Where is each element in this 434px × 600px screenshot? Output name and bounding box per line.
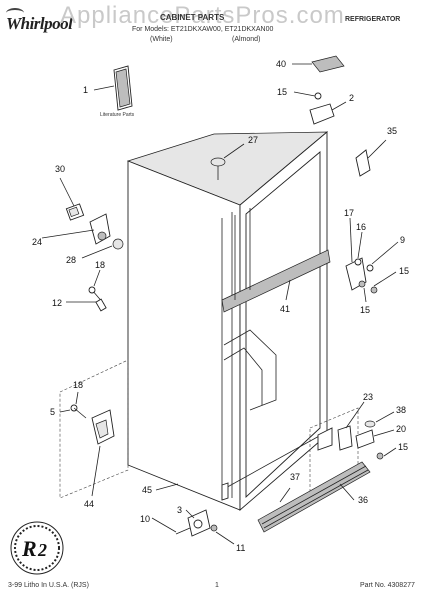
callout-5: 5 (50, 407, 55, 417)
color-white: (White) (150, 36, 173, 43)
hinge-middle (345, 257, 378, 294)
callout-38: 38 (396, 405, 406, 415)
model-line: For Models: ET21DKXAW00, ET21DKXAN00 (132, 26, 274, 33)
part-18-upper (88, 286, 105, 305)
part-27 (210, 157, 226, 167)
callout-9: 9 (400, 235, 405, 245)
part-30 (65, 203, 85, 221)
callout-40: 40 (276, 59, 286, 69)
color-almond: (Almond) (232, 36, 261, 43)
svg-text:2: 2 (37, 540, 47, 560)
part-35 (355, 149, 371, 177)
cabinet-body (126, 131, 333, 511)
r2-logo: R 2 (10, 521, 64, 575)
callout-23: 23 (363, 392, 373, 402)
svg-text:R: R (21, 536, 37, 561)
part-number: Part No. 4308277 (360, 582, 415, 589)
product-name: REFRIGERATOR (345, 16, 401, 23)
callout-1: 1 (83, 85, 88, 95)
callout-24: 24 (32, 237, 42, 247)
callout-41: 41 (280, 304, 290, 314)
callout-17: 17 (344, 208, 354, 218)
callout-12: 12 (52, 298, 62, 308)
page-number: 1 (215, 582, 219, 589)
watermark: AppliancePartsPros.com (60, 2, 345, 29)
callout-18-upper: 18 (95, 260, 105, 270)
brand-logo: Whirlpool (6, 14, 73, 33)
callout-35: 35 (387, 126, 397, 136)
callout-20: 20 (396, 424, 406, 434)
callout-16: 16 (356, 222, 366, 232)
callout-3: 3 (177, 505, 182, 515)
part-28 (112, 238, 124, 250)
hinge-top (293, 91, 347, 125)
callout-28: 28 (66, 255, 76, 265)
part-24 (89, 213, 111, 245)
section-title: CABINET PARTS (160, 13, 225, 22)
part-12 (95, 298, 107, 312)
door-bracket-left (59, 359, 129, 499)
callout-45: 45 (142, 485, 152, 495)
callout-2: 2 (349, 93, 354, 103)
callout-15-lower: 15 (360, 305, 370, 315)
whirlpool-logo-swirl (6, 8, 24, 18)
literature-label: Literature Parts (100, 112, 135, 118)
callout-44: 44 (84, 499, 94, 509)
callout-11: 11 (236, 543, 245, 553)
callout-15-mid: 15 (399, 266, 409, 276)
part-40 (311, 55, 345, 73)
callout-15-top: 15 (277, 87, 287, 97)
callout-37: 37 (290, 472, 300, 482)
leveling-leg (175, 509, 218, 537)
literature-parts (93, 65, 133, 111)
callout-18-lower: 18 (73, 380, 83, 390)
callout-15-bottom: 15 (398, 442, 408, 452)
print-info: 3-99 Litho In U.S.A. (RJS) (8, 582, 89, 589)
callout-27: 27 (248, 135, 258, 145)
callout-10: 10 (140, 514, 150, 524)
callout-36: 36 (358, 495, 368, 505)
callout-30: 30 (55, 164, 65, 174)
